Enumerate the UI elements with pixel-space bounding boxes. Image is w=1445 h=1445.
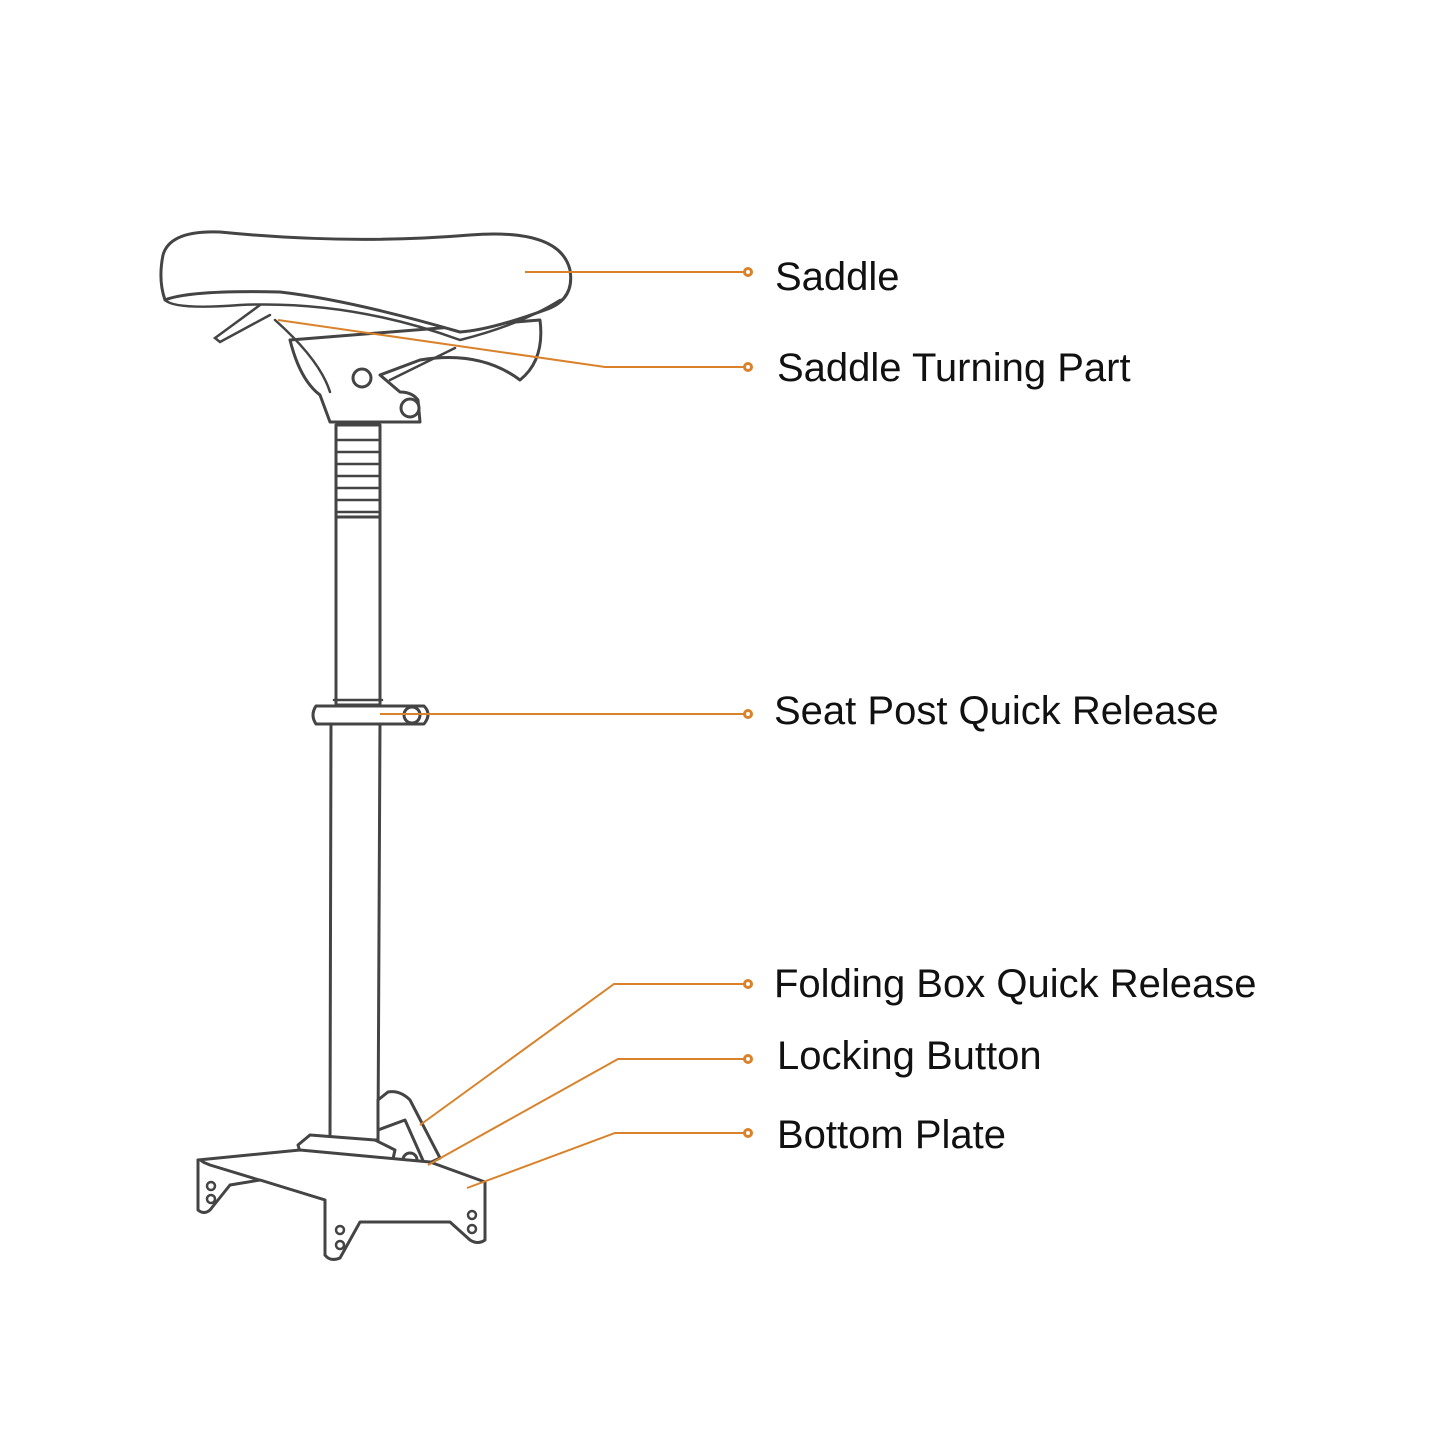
seat-post	[328, 423, 382, 1142]
saddle-drawing	[159, 230, 573, 424]
leader-dot	[743, 709, 753, 719]
label-locking-button: Locking Button	[777, 1034, 1042, 1078]
leader-dot	[743, 267, 753, 277]
leader-dot	[743, 979, 753, 989]
leader-saddle-turning-part	[277, 319, 748, 368]
label-folding-box-quick-release: Folding Box Quick Release	[774, 962, 1256, 1006]
seat-post-clamp	[311, 698, 430, 726]
label-bottom-plate: Bottom Plate	[777, 1113, 1006, 1157]
leader-dot	[743, 1128, 753, 1138]
leader-bottom-plate	[466, 1132, 748, 1189]
leader-lines	[277, 267, 753, 1189]
suspension-spring	[334, 423, 382, 519]
leader-folding-box-quick-release	[419, 983, 748, 1126]
label-saddle-turning-part: Saddle Turning Part	[777, 346, 1131, 390]
label-saddle: Saddle	[775, 255, 900, 299]
leader-locking-button	[427, 1058, 748, 1166]
leader-dot	[743, 362, 753, 372]
leader-dot	[743, 1054, 753, 1064]
bottom-plate-drawing	[196, 1148, 487, 1261]
label-seat-post-quick-release: Seat Post Quick Release	[774, 689, 1219, 733]
